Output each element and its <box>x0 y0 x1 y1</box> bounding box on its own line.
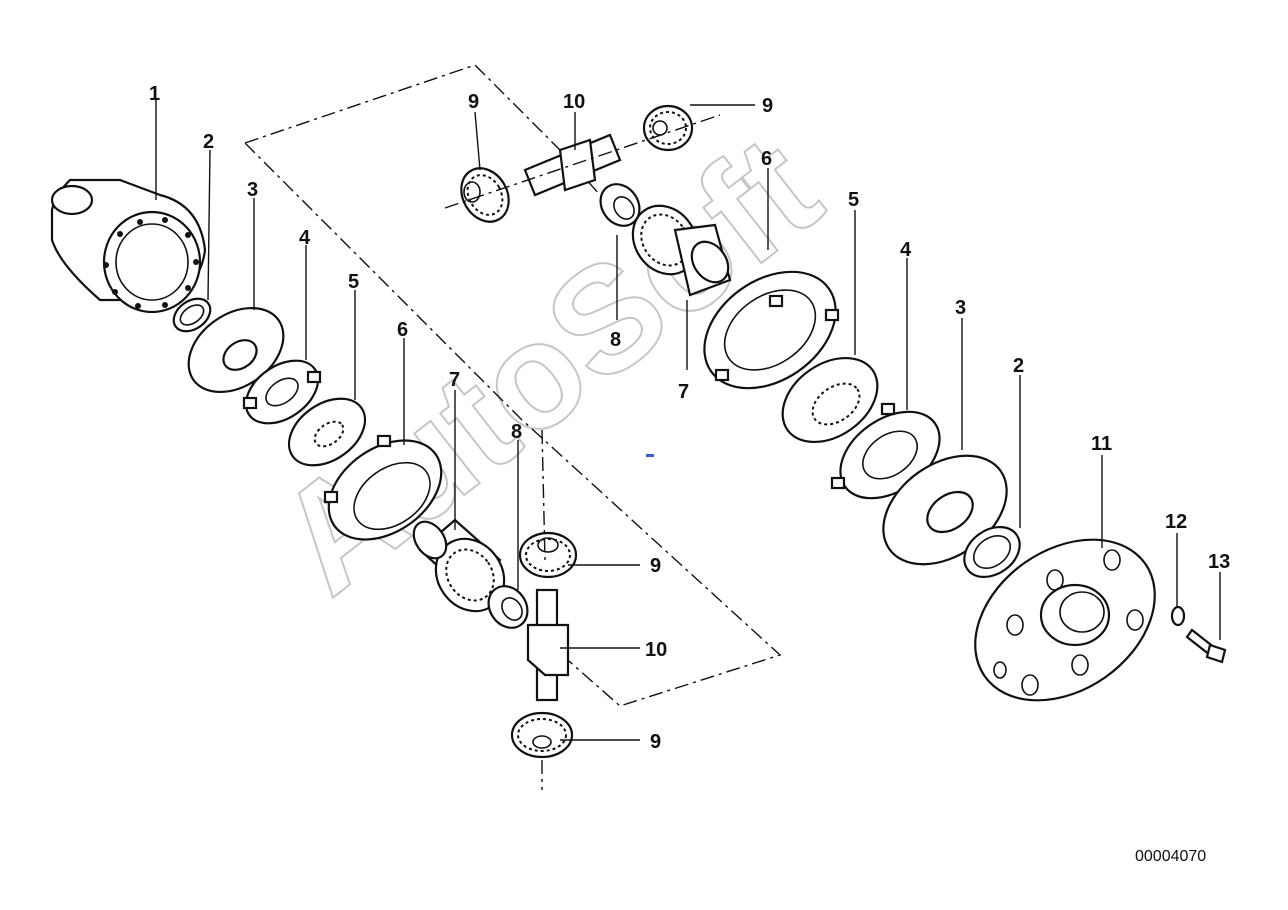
part-7-left-side-gear <box>412 518 506 613</box>
part-7-top-side-gear <box>631 204 732 297</box>
callout-2-right: 2 <box>1013 355 1024 377</box>
callout-9-lower-b: 9 <box>650 731 661 753</box>
part-9-lower-gear-a <box>518 531 578 579</box>
callout-6-left: 6 <box>397 319 408 341</box>
part-6-left-pressure-ring <box>323 434 443 541</box>
part-9-top-left-gear <box>460 167 510 223</box>
part-11-housing-cover <box>974 538 1156 702</box>
callout-4-left: 4 <box>299 227 311 249</box>
callout-5-right: 5 <box>848 189 859 211</box>
callout-3-right: 3 <box>955 297 966 319</box>
callout-11: 11 <box>1091 433 1112 455</box>
callout-8-right: 8 <box>610 329 621 351</box>
callout-5-left: 5 <box>348 271 359 293</box>
part-8-left-bushing <box>487 585 529 629</box>
document-code: 00004070 <box>1135 848 1207 865</box>
part-2-left-ring <box>172 297 212 333</box>
part-9-top-right-gear <box>642 104 694 152</box>
part-5-right-disc <box>781 356 879 444</box>
callout-13: 13 <box>1208 551 1230 573</box>
part-10-lower-cross-pin <box>526 588 570 702</box>
callout-7-left: 7 <box>449 369 460 391</box>
part-2-right-ring <box>963 525 1021 579</box>
lower-axis-dashed <box>541 429 546 790</box>
callout-7-right: 7 <box>678 381 689 403</box>
callout-1: 1 <box>149 83 160 105</box>
part-1-housing <box>50 178 207 314</box>
callout-4-right: 4 <box>900 239 912 261</box>
callout-6-right: 6 <box>761 148 772 170</box>
part-12-washer <box>1170 605 1186 627</box>
assembly-boundary-dashed <box>244 64 782 707</box>
part-4-left-plate <box>242 359 322 425</box>
part-10-top-cross-pin <box>523 133 622 197</box>
callout-9-top-right: 9 <box>762 95 773 117</box>
part-13-bolt <box>1185 628 1227 664</box>
callout-9-lower-a: 9 <box>650 555 661 577</box>
callout-12: 12 <box>1165 511 1187 533</box>
part-5-left-disc <box>287 397 367 467</box>
callout-10-lower: 10 <box>645 639 667 661</box>
leader-lines <box>155 100 1221 741</box>
callout-8-left: 8 <box>511 421 522 443</box>
callout-2-left: 2 <box>203 131 214 153</box>
upper-axis-dashed <box>444 114 721 209</box>
callout-3-left: 3 <box>247 179 258 201</box>
part-8-top-bushing <box>599 183 641 227</box>
part-6-right-pressure-ring <box>703 270 840 390</box>
callout-9-top-left: 9 <box>468 91 479 113</box>
callout-10-top: 10 <box>563 91 585 113</box>
watermark-dash-mark <box>646 454 654 457</box>
callout-numbers: 1 2 3 4 5 6 7 8 9 10 9 9 10 9 6 5 4 3 2 … <box>149 83 1230 753</box>
part-9-lower-gear-b <box>510 711 574 759</box>
